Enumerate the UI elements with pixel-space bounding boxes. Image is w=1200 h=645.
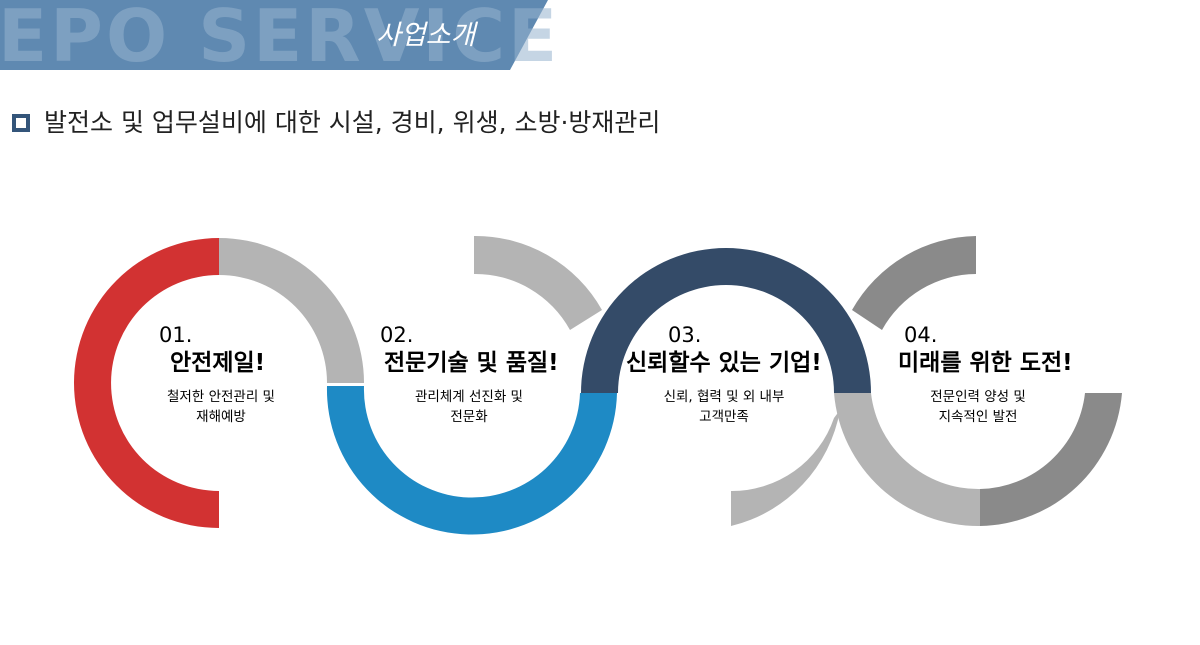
step-3-number: 03. [668,323,702,347]
ring-2-top-right-arc [474,235,602,330]
step-4-number: 04. [904,323,938,347]
header-band [0,0,548,70]
header-band-shape [0,0,548,70]
ring-1-top-right-arc [219,238,364,383]
square-bullet-icon [12,114,30,132]
ring-3-top-arc [581,248,871,393]
step-4-desc-line-1: 전문인력 양성 및 [930,389,1026,405]
ring-3-bottom-left-arc [731,410,840,526]
step-2-description: 관리체계 선진화 및 전문화 [404,387,534,427]
step-1-number: 01. [159,323,193,347]
header-watermark-text: EPO SERVICE [0,0,561,78]
ring-4-right-arc [980,393,1122,526]
step-4-desc-line-2: 지속적인 발전 [938,409,1018,425]
ring-1-left-arc [74,238,219,528]
step-4-title: 미래를 위한 도전! [898,350,1073,376]
ring-2-bottom-arc [326,386,617,535]
step-1-desc-line-1: 철저한 안전관리 및 [167,389,275,405]
ring-4-top-left-arc [852,236,976,330]
step-3-title: 신뢰할수 있는 기업! [626,350,822,376]
ring-4-bottom-left-arc [834,393,980,527]
step-2-desc-line-1: 관리체계 선진화 및 [415,389,523,405]
step-3-desc-line-2: 고객만족 [699,409,749,425]
step-2-number: 02. [380,323,414,347]
page-title: 사업소개 [376,20,476,51]
step-2-title: 전문기술 및 품질! [384,350,559,376]
step-3-desc-line-1: 신뢰, 협력 및 외 내부 [663,389,785,405]
page-subtitle: 발전소 및 업무설비에 대한 시설, 경비, 위생, 소방·방재관리 [44,108,661,137]
step-1-title: 안전제일! [170,350,266,376]
step-1-desc-line-2: 재해예방 [196,409,246,425]
step-4-description: 전문인력 양성 및 지속적인 발전 [913,387,1043,427]
step-2-desc-line-2: 전문화 [450,409,488,425]
step-3-description: 신뢰, 협력 및 외 내부 고객만족 [654,387,794,427]
step-1-description: 철저한 안전관리 및 재해예방 [158,387,284,427]
